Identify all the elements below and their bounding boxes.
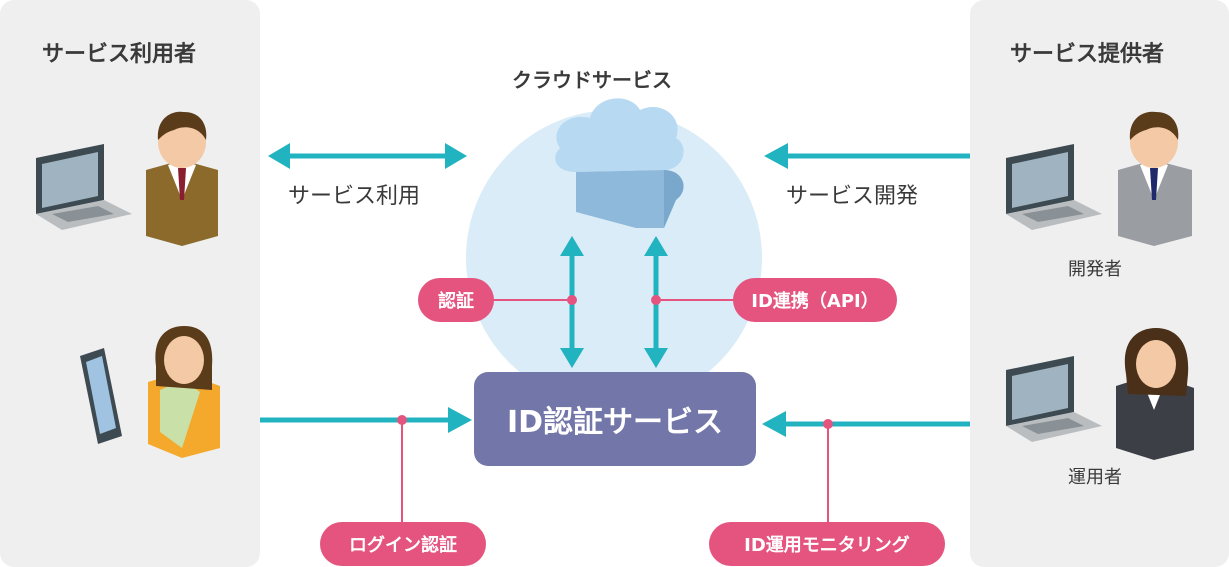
service-use-arrow (268, 143, 467, 169)
login-connector (397, 415, 407, 522)
developer-label: 開発者 (1068, 259, 1122, 280)
login-auth-pill: ログイン認証 (320, 522, 486, 566)
user-panel (0, 0, 260, 567)
service-use-label: サービス利用 (288, 184, 421, 209)
tablet-icon (80, 348, 122, 444)
monitoring-connector (823, 419, 833, 522)
businessman-icon (146, 111, 218, 246)
id-auth-service-box: ID認証サービス (474, 372, 756, 466)
id-monitoring-pill: ID運用モニタリング (709, 522, 945, 566)
user-panel-title: サービス利用者 (42, 42, 197, 67)
id-link-connector (651, 295, 735, 305)
cloud-zone-circle (466, 110, 762, 406)
service-dev-arrow (764, 143, 970, 169)
operator-label: 運用者 (1068, 467, 1122, 488)
cloud-icon (555, 98, 684, 228)
cloud-title: クラウドサービス (512, 68, 672, 92)
operator-icon (1116, 328, 1194, 460)
login-arrow (260, 407, 472, 433)
developer-icon (1118, 111, 1192, 246)
provider-panel-title: サービス提供者 (1010, 42, 1165, 67)
auth-connector (492, 295, 577, 305)
provider-panel (970, 0, 1229, 567)
id-link-pill: ID連携（API） (733, 278, 897, 322)
developer-laptop-icon (1006, 144, 1102, 230)
service-dev-label: サービス開発 (786, 184, 919, 209)
operator-laptop-icon (1006, 356, 1102, 442)
laptop-icon (36, 144, 132, 230)
woman-user-icon (148, 326, 220, 458)
auth-pill: 認証 (418, 278, 494, 322)
monitoring-arrow (762, 411, 970, 437)
